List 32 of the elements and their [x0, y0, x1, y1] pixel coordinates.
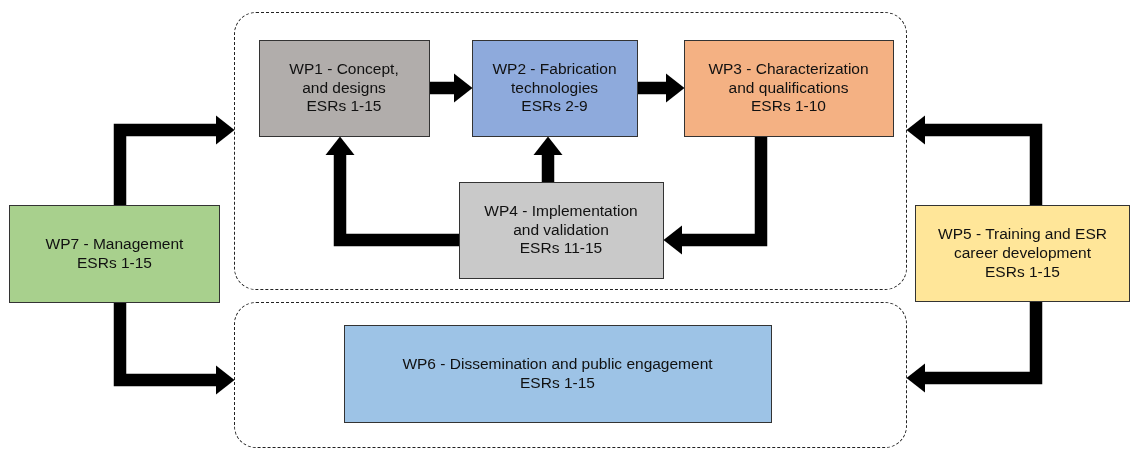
box-label: WP1 - Concept, and designs: [288, 59, 400, 98]
block-arrow: [906, 115, 1043, 205]
block-arrow: [906, 302, 1043, 393]
block-arrow: [325, 136, 459, 247]
block-arrow: [113, 115, 235, 205]
process-box: [458, 181, 664, 279]
box-label: WP5 - Training and ESR career development: [937, 225, 1108, 263]
block-arrow: [638, 73, 685, 103]
process-box: [258, 39, 430, 137]
process-box: [683, 39, 894, 137]
box-label: ESRs 1-15: [519, 373, 596, 393]
dashed-group-frame: [234, 12, 907, 290]
box-label: WP2 - Fabrication technologies: [491, 59, 618, 98]
block-arrow: [663, 137, 768, 255]
block-arrow: [533, 136, 563, 182]
process-box: [915, 205, 1130, 302]
process-box: [9, 205, 220, 303]
box-label: WP6 - Dissemination and public engagement: [401, 354, 714, 374]
box-label: ESRs 1-15: [984, 262, 1061, 282]
box-label: WP4 - Implementation and validation: [483, 201, 639, 240]
block-arrow: [430, 73, 473, 103]
box-label: WP7 - Management: [44, 235, 185, 254]
block-arrow: [113, 303, 235, 395]
process-box: [343, 324, 772, 423]
box-label: WP3 - Characterization and qualifications: [707, 59, 870, 98]
box-label: ESRs 1-15: [305, 97, 383, 117]
process-box: [471, 39, 638, 137]
box-label: ESRs 11-15: [518, 239, 604, 259]
dashed-group-frame: [234, 302, 907, 448]
box-label: ESRs 2-9: [520, 97, 589, 117]
box-label: ESRs 1-10: [750, 97, 827, 117]
box-label: ESRs 1-15: [76, 254, 153, 273]
